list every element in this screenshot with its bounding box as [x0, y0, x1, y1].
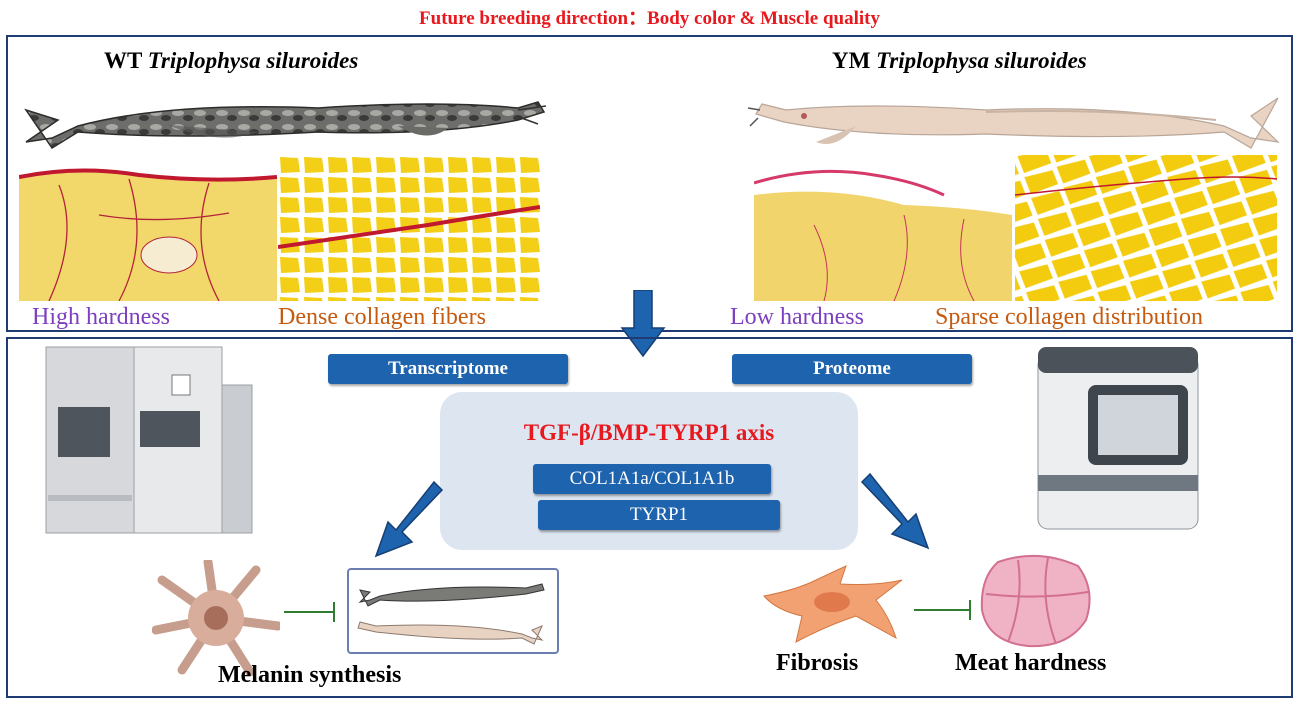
wt-caption-hardness: High hardness: [32, 304, 170, 330]
ym-tissue-section-right: [1015, 155, 1277, 301]
melanocyte-icon: [152, 560, 280, 676]
fish-comparison-box: [347, 568, 559, 654]
melanin-synthesis-label: Melanin synthesis: [218, 662, 402, 688]
axis-title: TGF-β/BMP-TYRP1 axis: [523, 420, 775, 445]
wt-tissue-section-left: [19, 155, 277, 301]
wt-prefix: WT: [104, 48, 142, 73]
arrow-to-fibrosis: [860, 472, 930, 550]
sequencer-machine-icon: [45, 346, 253, 534]
ym-caption-collagen: Sparse collagen distribution: [935, 304, 1203, 330]
meat-hardness-label: Meat hardness: [955, 650, 1107, 676]
inhibition-symbol-left: [284, 602, 335, 622]
gene-tyrp1-box: TYRP1: [538, 500, 780, 530]
wt-fish-thumbnail: [358, 583, 545, 607]
ym-fish-thumbnail: [357, 621, 544, 645]
wt-fish-image: [24, 101, 547, 150]
wt-caption-collagen: Dense collagen fibers: [278, 304, 486, 330]
ym-caption-hardness: Low hardness: [730, 304, 864, 330]
wt-fish-label: WT Triplophysa siluroides: [104, 48, 358, 74]
fibrosis-label: Fibrosis: [776, 650, 859, 676]
transcriptome-label: Transcriptome: [328, 354, 568, 384]
inhibition-symbol-right: [914, 600, 971, 620]
bottom-panel: [6, 337, 1293, 698]
ym-tissue-section-left: [754, 155, 1012, 301]
fibroblast-icon: [763, 565, 903, 643]
wt-species: Triplophysa siluroides: [147, 48, 359, 73]
arrow-to-melanin: [374, 480, 444, 558]
muscle-tissue-icon: [980, 554, 1091, 648]
figure-title: Future breeding direction：Body color & M…: [419, 8, 880, 29]
wt-tissue-section-right: [278, 155, 540, 301]
proteome-label: Proteome: [732, 354, 972, 384]
down-arrow: [620, 290, 666, 358]
gene-col1a1-box: COL1A1a/COL1A1b: [533, 464, 771, 494]
ym-species: Triplophysa siluroides: [876, 48, 1087, 73]
ym-prefix: YM: [832, 48, 871, 73]
ym-fish-image: [747, 97, 1280, 149]
mass-spectrometer-icon: [1037, 347, 1199, 530]
ym-fish-label: YM Triplophysa siluroides: [832, 48, 1087, 74]
